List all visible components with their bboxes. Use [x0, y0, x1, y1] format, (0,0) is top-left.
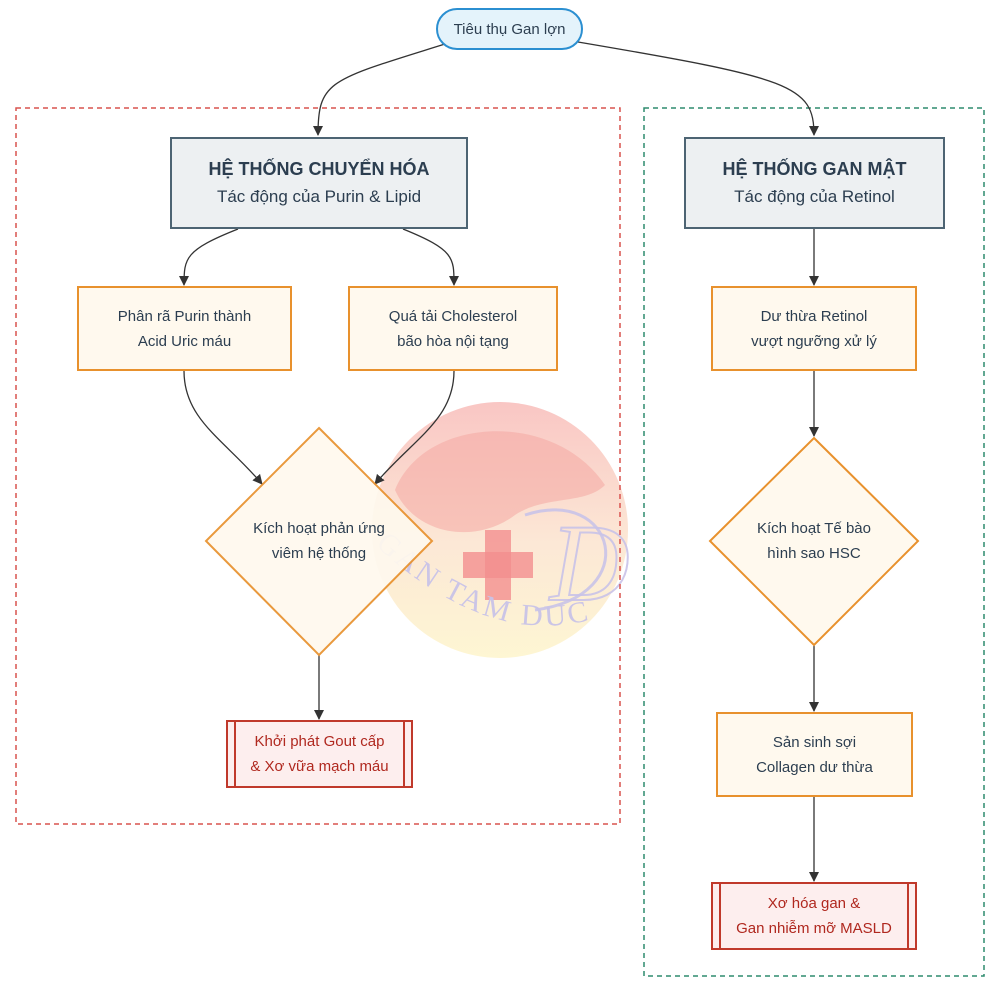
cholesterol-node: Quá tải Cholesterol bão hòa nội tạng — [348, 286, 558, 371]
retinol-line2: vượt ngưỡng xử lý — [751, 332, 877, 350]
left-result-line1: Khởi phát Gout cấp — [254, 733, 385, 750]
left-decision-label: Kích hoạt phản ứng viêm hệ thống — [219, 501, 419, 581]
start-node: Tiêu thụ Gan lợn — [436, 8, 583, 50]
purin-line1: Phân rã Purin thành — [117, 307, 252, 325]
left-system-header: HỆ THỐNG CHUYỂN HÓA Tác động của Purin &… — [170, 137, 468, 229]
watermark-letter: D — [548, 502, 629, 624]
left-result-bar-left — [234, 722, 236, 786]
watermark-logo: D GAN TAM DUC — [370, 402, 630, 658]
right-result-line1: Xơ hóa gan & — [767, 895, 861, 912]
right-system-header: HỆ THỐNG GAN MẬT Tác động của Retinol — [684, 137, 945, 229]
right-system-title: HỆ THỐNG GAN MẬT — [722, 159, 907, 179]
edge-start-to-left-system — [313, 43, 446, 136]
start-label: Tiêu thụ Gan lợn — [453, 20, 566, 38]
purin-line2: Acid Uric máu — [137, 332, 232, 350]
left-system-subtitle: Tác động của Purin & Lipid — [216, 187, 422, 206]
edge-purin-to-decision — [183, 370, 263, 485]
right-result-bar-right — [907, 884, 909, 948]
left-decision-line2: viêm hệ thống — [271, 545, 367, 562]
left-result-bar-right — [403, 722, 405, 786]
collagen-line1: Sản sinh sợi — [772, 733, 857, 751]
edge-start-to-right-system — [577, 41, 819, 136]
edge-cholesterol-to-decision — [374, 370, 455, 485]
left-group-frame — [15, 107, 621, 825]
left-system-title: HỆ THỐNG CHUYỂN HÓA — [208, 159, 430, 179]
cholesterol-line1: Quá tải Cholesterol — [388, 307, 518, 325]
edge-left-system-to-cholesterol — [402, 228, 460, 286]
retinol-node: Dư thừa Retinol vượt ngưỡng xử lý — [711, 286, 917, 371]
right-group-frame — [643, 107, 985, 977]
right-result-bar-left — [719, 884, 721, 948]
right-result-line2: Gan nhiễm mỡ MASLD — [736, 920, 892, 937]
left-result-line2: & Xơ vữa mạch máu — [250, 758, 389, 775]
left-result-node: Khởi phát Gout cấp & Xơ vữa mạch máu — [226, 720, 413, 788]
cholesterol-line2: bão hòa nội tạng — [397, 332, 509, 350]
right-decision-line2: hình sao HSC — [767, 545, 861, 562]
right-result-node: Xơ hóa gan & Gan nhiễm mỡ MASLD — [711, 882, 917, 950]
collagen-line2: Collagen dư thừa — [756, 758, 873, 776]
right-system-subtitle: Tác động của Retinol — [734, 187, 895, 206]
left-decision-line1: Kích hoạt phản ứng — [253, 520, 385, 537]
right-decision-label: Kích hoạt Tế bào hình sao HSC — [724, 501, 904, 581]
purin-node: Phân rã Purin thành Acid Uric máu — [77, 286, 292, 371]
right-decision-line1: Kích hoạt Tế bào — [757, 520, 871, 537]
retinol-line1: Dư thừa Retinol — [760, 307, 868, 325]
left-decision-diamond — [204, 426, 434, 657]
right-decision-diamond — [708, 436, 920, 647]
collagen-node: Sản sinh sợi Collagen dư thừa — [716, 712, 913, 797]
edge-left-system-to-purin — [179, 228, 239, 286]
